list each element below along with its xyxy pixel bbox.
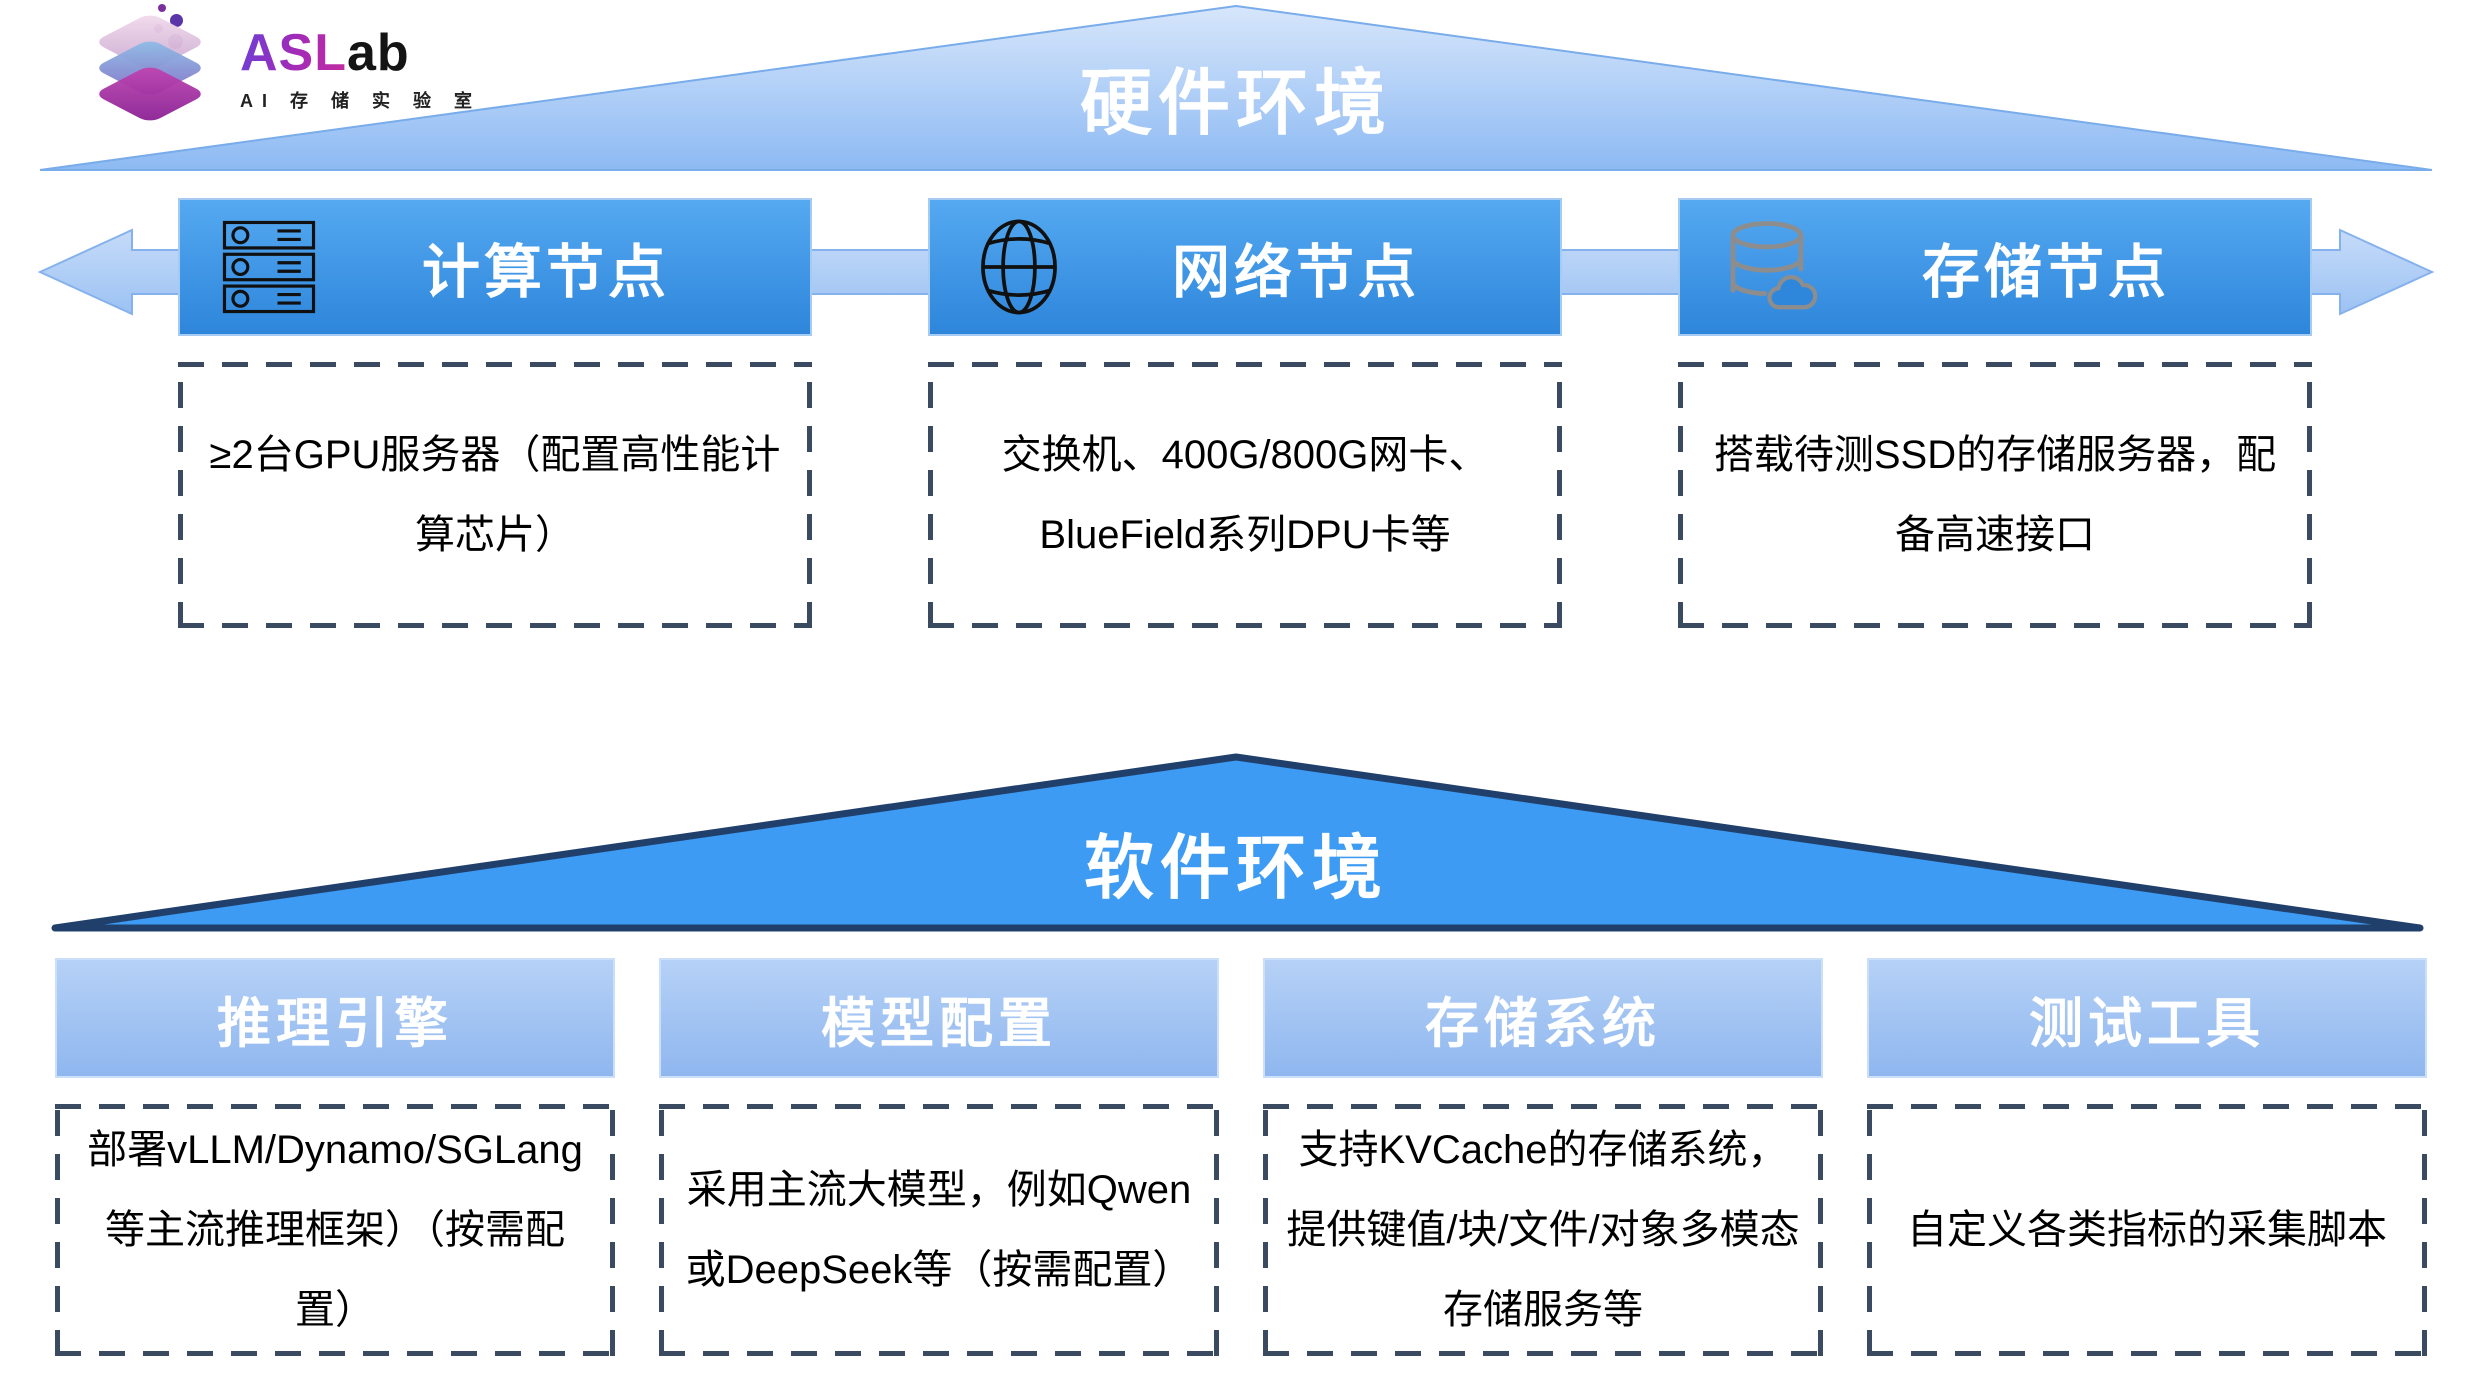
- hardware-node-desc-box-compute: ≥2台GPU服务器（配置高性能计算芯片）: [178, 362, 812, 628]
- server-rack-icon: [216, 214, 322, 320]
- hardware-node-desc-box-storage: 搭载待测SSD的存储服务器，配备高速接口: [1678, 362, 2312, 628]
- software-node-desc-box-model: 采用主流大模型，例如Qwen或DeepSeek等（按需配置）: [659, 1104, 1219, 1356]
- software-node-desc-inference: 部署vLLM/Dynamo/SGLang等主流推理框架）（按需配置）: [87, 1128, 583, 1332]
- hardware-column-network: 网络节点 交换机、400G/800G网卡、BlueField系列DPU卡等: [928, 198, 1562, 628]
- software-node-header-model: 模型配置: [659, 958, 1219, 1078]
- hardware-node-title-storage: 存储节点: [1921, 240, 2170, 305]
- software-node-desc-box-inference: 部署vLLM/Dynamo/SGLang等主流推理框架）（按需配置）: [55, 1104, 615, 1356]
- software-column-test-tools: 测试工具 自定义各类指标的采集脚本: [1867, 958, 2427, 1356]
- software-node-desc-test-tools: 自定义各类指标的采集脚本: [1907, 1208, 2387, 1252]
- hardware-node-desc-compute: ≥2台GPU服务器（配置高性能计算芯片）: [209, 433, 781, 557]
- hardware-column-storage: 存储节点 搭载待测SSD的存储服务器，配备高速接口: [1678, 198, 2312, 628]
- hardware-banner-triangle: [39, 4, 2433, 171]
- hardware-node-header-network: 网络节点: [928, 198, 1562, 336]
- database-cloud-icon: [1716, 214, 1822, 320]
- hardware-column-compute: 计算节点 ≥2台GPU服务器（配置高性能计算芯片）: [178, 198, 812, 628]
- software-node-desc-box-test-tools: 自定义各类指标的采集脚本: [1867, 1104, 2427, 1356]
- brand-name-ab: ab: [347, 24, 410, 82]
- hardware-node-desc-storage: 搭载待测SSD的存储服务器，配备高速接口: [1713, 433, 2277, 557]
- hardware-node-header-storage: 存储节点: [1678, 198, 2312, 336]
- globe-icon: [966, 214, 1072, 320]
- hardware-node-title-network: 网络节点: [1171, 240, 1420, 305]
- software-node-header-inference: 推理引擎: [55, 958, 615, 1078]
- software-column-inference: 推理引擎 部署vLLM/Dynamo/SGLang等主流推理框架）（按需配置）: [55, 958, 615, 1356]
- aslab-logo: ASLab AI 存 储 实 验 室: [93, 4, 482, 126]
- software-node-desc-storage-system: 支持KVCache的存储系统，提供键值/块/文件/对象多模态存储服务等: [1286, 1128, 1800, 1332]
- hardware-node-title-compute: 计算节点: [421, 240, 670, 305]
- software-node-header-test-tools: 测试工具: [1867, 958, 2427, 1078]
- software-node-desc-model: 采用主流大模型，例如Qwen或DeepSeek等（按需配置）: [685, 1168, 1193, 1292]
- brand-subtitle: AI 存 储 实 验 室: [240, 91, 482, 111]
- hardware-node-header-compute: 计算节点: [178, 198, 812, 336]
- brand-name-asl: ASL: [240, 24, 347, 82]
- software-node-header-storage-system: 存储系统: [1263, 958, 1823, 1078]
- hardware-node-desc-network: 交换机、400G/800G网卡、BlueField系列DPU卡等: [1001, 433, 1489, 557]
- brand-name: ASLab: [240, 27, 481, 79]
- software-banner-triangle: [51, 753, 2424, 932]
- hardware-section-title: 硬件环境: [1079, 64, 1392, 144]
- software-column-model: 模型配置 采用主流大模型，例如Qwen或DeepSeek等（按需配置）: [659, 958, 1219, 1356]
- software-column-storage-system: 存储系统 支持KVCache的存储系统，提供键值/块/文件/对象多模态存储服务等: [1263, 958, 1823, 1356]
- software-section-title: 软件环境: [1084, 829, 1388, 907]
- software-node-desc-box-storage-system: 支持KVCache的存储系统，提供键值/块/文件/对象多模态存储服务等: [1263, 1104, 1823, 1356]
- aslab-logo-icon: [93, 4, 222, 126]
- hardware-node-desc-box-network: 交换机、400G/800G网卡、BlueField系列DPU卡等: [928, 362, 1562, 628]
